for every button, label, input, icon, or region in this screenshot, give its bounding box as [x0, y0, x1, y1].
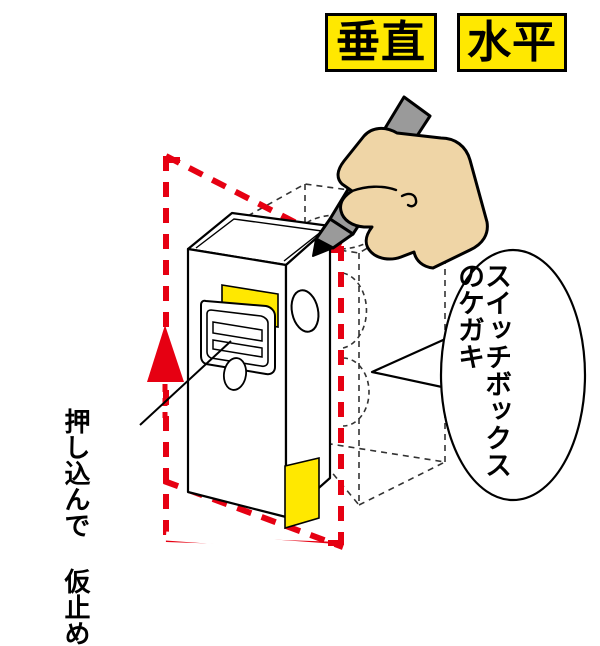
balloon-text-line-2: のケガキ — [453, 262, 484, 370]
knockout-oval-side — [290, 289, 320, 333]
push-direction-arrow — [147, 325, 184, 418]
pencil-tip — [312, 238, 334, 257]
caption-line-2: 仮止め — [60, 568, 90, 646]
technical-illustration — [139, 95, 587, 550]
balloon-body — [439, 248, 587, 502]
callout-balloon-text: スイッチボックス のケガキ — [453, 262, 511, 494]
illustration-canvas: 垂直 水平 スイッチボックス のケガキ 押し込んで 仮止め — [60, 13, 587, 646]
badge-horizontal-label: 水平 — [467, 16, 557, 68]
badge-vertical: 垂直 — [325, 13, 437, 72]
index-finger-contour — [350, 185, 398, 193]
badge-vertical-label: 垂直 — [336, 16, 426, 68]
caption-text: 押し込んで 仮止め — [60, 408, 90, 646]
thumb-crease — [400, 192, 418, 208]
badge-horizontal: 水平 — [457, 13, 567, 72]
hand-silhouette — [336, 127, 489, 270]
mounting-hole-front — [222, 357, 248, 391]
side-knockout-outlines — [342, 272, 370, 427]
callout-balloon — [370, 248, 587, 502]
caption-leader-line — [139, 340, 232, 426]
balloon-text-line-1: スイッチボックス — [480, 262, 511, 478]
lower-yellow-mark — [284, 456, 320, 530]
hand — [336, 127, 489, 270]
cable-clamp-slot — [212, 321, 263, 358]
caption-line-1: 押し込んで — [60, 408, 90, 538]
switch-box-top-lip — [195, 218, 324, 262]
